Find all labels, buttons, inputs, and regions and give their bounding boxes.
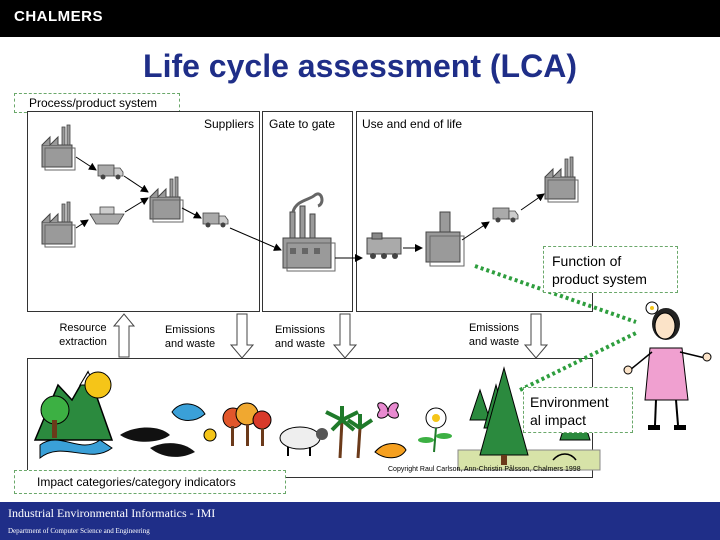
autumn-trees-icon	[222, 402, 272, 446]
process-system-text: Process/product system	[29, 96, 158, 110]
chalmers-logo: CHALMERS	[14, 8, 103, 25]
impact-categories-label: Impact categories/category indicators	[14, 470, 286, 494]
arrow-b	[123, 175, 149, 193]
emissions-label-2: Emissions and waste	[268, 323, 332, 351]
function-line1: Function of	[552, 253, 622, 269]
gate-to-gate-heading: Gate to gate	[269, 117, 336, 131]
arrow-e	[181, 207, 202, 219]
truck-1-icon	[97, 164, 124, 180]
emissions-arrow-2	[332, 313, 358, 359]
emissions-label-3: Emissions and waste	[462, 321, 526, 349]
flowers-icon	[418, 407, 452, 453]
emissions-2-line2: and waste	[274, 338, 326, 350]
environmental-impact-box: Environment al impact	[523, 387, 633, 433]
end-of-life-factory-icon	[544, 156, 579, 203]
sheep-icon	[279, 426, 328, 456]
orca-icon	[120, 427, 195, 457]
emissions-arrow-3	[523, 313, 549, 359]
copyright-text: Copyright Raul Carlson, Ann-Christin Pål…	[388, 466, 581, 473]
arrow-d	[124, 197, 149, 213]
ship-icon	[89, 206, 125, 225]
arrow-c	[75, 219, 89, 229]
use-end-of-life-heading: Use and end of life	[362, 117, 463, 131]
footer-title: Industrial Environmental Informatics - I…	[8, 506, 216, 520]
mountain-landscape-icon	[33, 370, 114, 460]
emissions-3-line1: Emissions	[468, 322, 520, 334]
slide-title: Life cycle assessment (LCA)	[143, 48, 577, 84]
woman-figure-icon	[623, 301, 712, 430]
emissions-arrow-1	[229, 313, 255, 359]
arrow-f	[229, 227, 282, 251]
env-impact-line2: al impact	[530, 412, 587, 428]
suppliers-heading: Suppliers	[204, 117, 255, 131]
footer-department: Department of Computer Science and Engin…	[8, 527, 150, 535]
central-factory-icon	[282, 192, 336, 272]
user-factory-icon	[425, 211, 465, 267]
bird-icon	[171, 403, 217, 442]
supplier-factory-1-icon	[41, 124, 76, 171]
supplier-factory-2-icon	[41, 201, 76, 248]
resource-extraction-line1: Resource	[59, 322, 107, 334]
palm-trees-icon	[325, 406, 374, 459]
supplier-factory-3-icon	[149, 176, 184, 223]
function-of-product-system-box: Function of product system	[543, 246, 678, 293]
train-icon	[366, 232, 402, 259]
truck-3-icon	[492, 207, 519, 223]
emissions-2-line1: Emissions	[274, 324, 326, 336]
arrow-i	[461, 221, 490, 241]
resource-extraction-line2: extraction	[59, 336, 107, 348]
resource-extraction-label: Resource extraction	[50, 321, 116, 349]
function-connector	[474, 264, 637, 324]
emissions-1-line2: and waste	[164, 338, 216, 350]
impact-categories-text: Impact categories/category indicators	[37, 475, 236, 489]
env-impact-line1: Environment	[530, 394, 609, 410]
gate-to-gate-panel	[262, 111, 353, 312]
truck-2-icon	[202, 212, 229, 228]
emissions-3-line2: and waste	[468, 336, 520, 348]
resource-extraction-arrow	[112, 313, 136, 358]
arrow-j	[520, 193, 545, 211]
arrow-a	[75, 156, 97, 171]
emissions-label-1: Emissions and waste	[158, 323, 222, 351]
header-bar	[0, 0, 720, 37]
footer-bar	[0, 502, 720, 540]
emissions-1-line1: Emissions	[164, 324, 216, 336]
function-line2: product system	[552, 271, 647, 287]
butterfly-fish-icon	[374, 402, 407, 459]
